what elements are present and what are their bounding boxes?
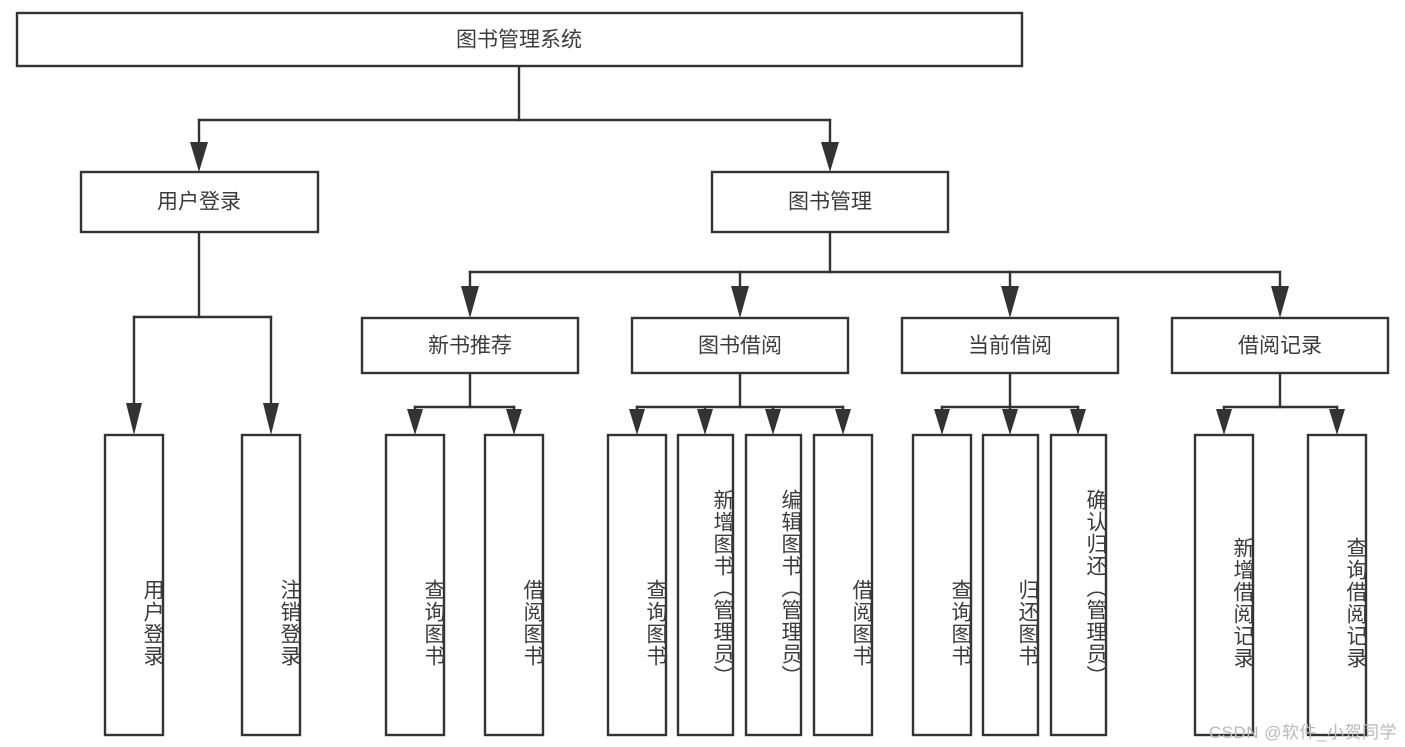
node-leaf-return-book[interactable] — [981, 433, 1040, 737]
node-root[interactable] — [15, 11, 1024, 68]
node-leaf-logout[interactable] — [240, 433, 302, 737]
node-new-book-rec[interactable] — [360, 316, 580, 375]
arrowhead-leaf-return-book — [1002, 409, 1018, 435]
node-borrow-record-label: 借阅记录 — [1238, 335, 1322, 358]
node-new-book-rec-label: 新书推荐 — [428, 335, 512, 358]
arrowhead-leaf-confirm-return — [1070, 409, 1086, 435]
arrowhead-leaf-logout — [263, 403, 279, 435]
node-root-label: 图书管理系统 — [456, 29, 582, 52]
arrowhead-current-borrow — [1001, 286, 1019, 318]
node-book-manage[interactable] — [710, 170, 950, 234]
node-leaf-edit-book[interactable] — [744, 433, 803, 737]
node-book-manage-label: 图书管理 — [788, 191, 872, 214]
node-layer: 图书管理系统 用户登录 图书管理 新书推荐 图书借阅 当前借阅 借阅记录 — [15, 11, 1390, 737]
node-leaf-query-record[interactable] — [1306, 433, 1368, 737]
arrowhead-leaf-add-book — [697, 409, 713, 435]
arrowhead-leaf-borrow-book-a — [506, 409, 522, 435]
node-leaf-query-book-a[interactable] — [384, 433, 446, 737]
node-current-borrow[interactable] — [900, 316, 1120, 375]
arrowhead-new-book-rec — [461, 286, 479, 318]
node-current-borrow-label: 当前借阅 — [968, 335, 1052, 358]
node-leaf-add-record[interactable] — [1193, 433, 1255, 737]
node-user-login[interactable] — [79, 170, 320, 234]
arrowhead-book-manage — [821, 142, 839, 172]
connector-layer — [126, 64, 1345, 435]
node-leaf-user-login[interactable] — [103, 433, 165, 737]
node-user-login-label: 用户登录 — [157, 191, 241, 214]
arrowhead-leaf-add-record — [1216, 409, 1232, 435]
arrowhead-borrow-record — [1271, 286, 1289, 318]
arrowhead-leaf-query-record — [1329, 409, 1345, 435]
node-leaf-borrow-book-a[interactable] — [483, 433, 545, 737]
arrowhead-leaf-query-book-c — [934, 409, 950, 435]
csdn-watermark: CSDN @软件_小贺同学 — [1208, 723, 1397, 742]
node-leaf-borrow-book-b[interactable] — [812, 433, 874, 737]
node-leaf-query-book-b[interactable] — [606, 433, 668, 737]
node-book-borrow[interactable] — [630, 316, 850, 375]
arrowhead-leaf-query-book-b — [629, 409, 645, 435]
arrowhead-leaf-user-login — [126, 403, 142, 435]
node-leaf-confirm-return[interactable] — [1049, 433, 1108, 737]
arrowhead-leaf-borrow-book-b — [835, 409, 851, 435]
arrowhead-book-borrow — [731, 286, 749, 318]
node-leaf-add-book[interactable] — [676, 433, 735, 737]
node-book-borrow-label: 图书借阅 — [698, 335, 782, 358]
arrowhead-user-login — [190, 142, 208, 172]
node-borrow-record[interactable] — [1170, 316, 1390, 375]
arrowhead-leaf-query-book-a — [407, 409, 423, 435]
node-leaf-query-book-c[interactable] — [911, 433, 973, 737]
arrowhead-leaf-edit-book — [765, 409, 781, 435]
